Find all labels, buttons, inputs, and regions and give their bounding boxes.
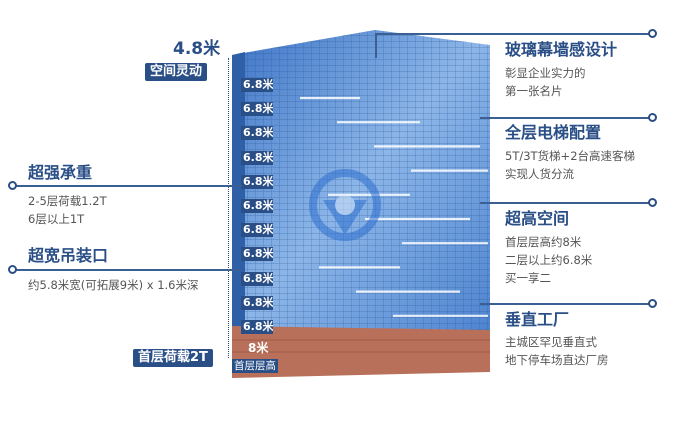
ground-height-label: 8米 bbox=[248, 341, 269, 355]
callout-line bbox=[375, 33, 653, 35]
feature-title: 全层电梯配置 bbox=[505, 123, 602, 142]
floor-height-label: 6.8米 bbox=[241, 271, 273, 286]
callout-line bbox=[480, 303, 653, 305]
floor-height-label: 6.8米 bbox=[241, 150, 273, 165]
callout-dot-icon bbox=[8, 181, 17, 190]
callout-dot-icon bbox=[648, 113, 657, 122]
floor-height-label: 6.8米 bbox=[241, 174, 273, 189]
feature-title: 垂直工厂 bbox=[505, 310, 570, 329]
height-dimension-line bbox=[228, 58, 229, 358]
feature-title: 超高空间 bbox=[505, 209, 570, 228]
logo-icon bbox=[309, 169, 381, 241]
floor-height-label: 6.8米 bbox=[241, 78, 273, 92]
floor-height-label: 6.8米 bbox=[241, 199, 273, 213]
feature-desc: 5T/3T货梯+2台高速客梯实现人货分流 bbox=[505, 149, 636, 181]
floor-height-label: 6.8米 bbox=[241, 223, 273, 238]
feature-desc: 首层层高约8米二层以上约6.8米买一享二 bbox=[505, 235, 593, 285]
floor-height-label: 6.8米 bbox=[241, 320, 273, 334]
feature-title: 超强承重 bbox=[28, 163, 93, 182]
floor-height-label: 6.8米 bbox=[241, 102, 273, 117]
feature-title: 玻璃幕墙感设计 bbox=[505, 40, 618, 59]
ground-load-badge: 首层荷载2T bbox=[133, 349, 213, 367]
feature-desc: 约5.8米宽(可拓展9米) x 1.6米深 bbox=[28, 278, 199, 292]
callout-dot-icon bbox=[8, 265, 17, 274]
ground-floor-label: 首层层高 bbox=[232, 359, 278, 373]
callout-dot-icon bbox=[648, 29, 657, 38]
height-badge: 空间灵动 bbox=[145, 63, 208, 81]
floor-height-label: 6.8米 bbox=[241, 247, 273, 262]
feature-desc: 2-5层荷载1.2T 6层以上1T bbox=[28, 194, 107, 226]
height-value: 4.8米 bbox=[173, 39, 221, 59]
feature-title: 超宽吊装口 bbox=[28, 246, 109, 265]
floor-height-label: 6.8米 bbox=[241, 295, 273, 310]
feature-desc: 彰显企业实力的第一张名片 bbox=[505, 66, 586, 98]
floor-height-label: 6.8米 bbox=[241, 126, 273, 141]
callout-dot-icon bbox=[648, 299, 657, 308]
callout-line bbox=[375, 33, 377, 58]
callout-line bbox=[12, 185, 242, 187]
feature-desc: 主城区罕见垂直式地下停车场直达厂房 bbox=[505, 335, 609, 367]
callout-line bbox=[12, 269, 242, 271]
callout-dot-icon bbox=[648, 198, 657, 207]
callout-line bbox=[480, 202, 653, 204]
callout-line bbox=[480, 117, 653, 119]
